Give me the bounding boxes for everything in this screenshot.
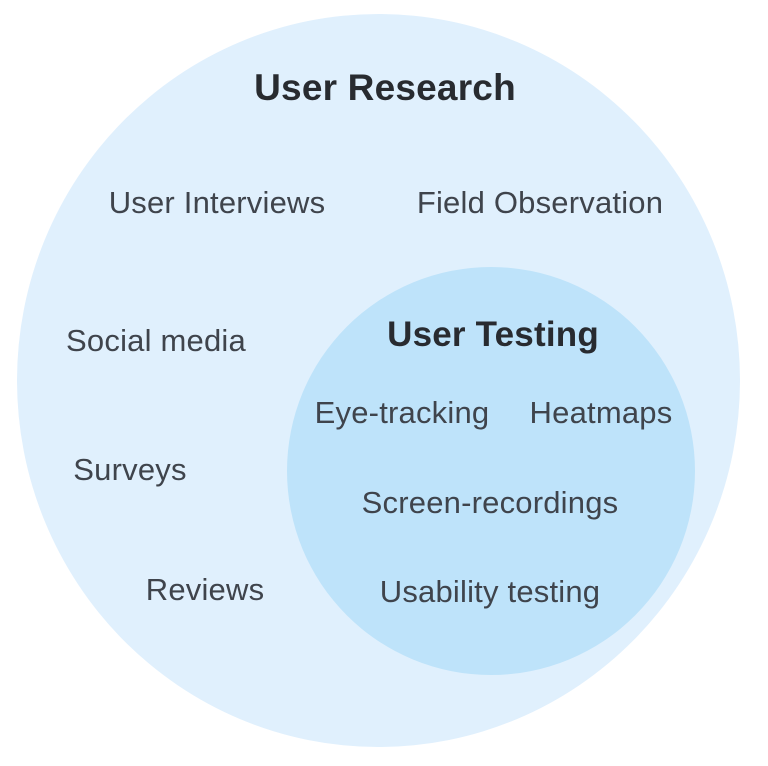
inner-item-screen-recordings: Screen-recordings [361, 485, 619, 520]
inner-circle-user-testing [287, 267, 695, 675]
outer-item-reviews: Reviews [145, 572, 265, 607]
outer-item-field-observation: Field Observation [416, 185, 664, 220]
inner-item-eye-tracking: Eye-tracking [314, 395, 490, 430]
outer-item-social-media: Social media [66, 323, 246, 358]
inner-circle-title: User Testing [387, 315, 599, 354]
inner-item-heatmaps: Heatmaps [529, 395, 673, 430]
outer-item-user-interviews: User Interviews [108, 185, 326, 220]
inner-item-usability-testing: Usability testing [379, 574, 601, 609]
outer-item-surveys: Surveys [73, 452, 187, 487]
outer-circle-title: User Research [254, 67, 516, 108]
